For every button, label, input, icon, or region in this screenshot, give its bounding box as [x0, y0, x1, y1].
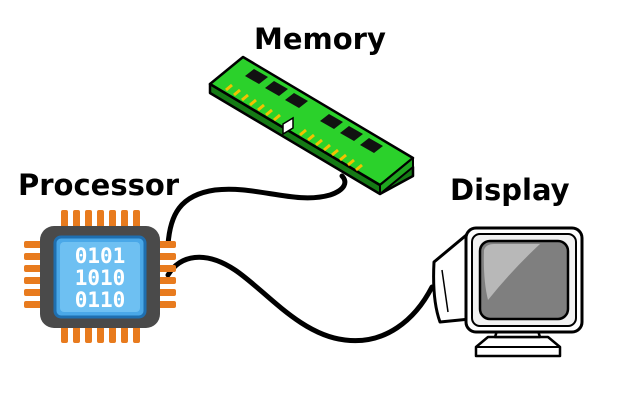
cpu-chip-icon: 0101 1010 0110	[24, 210, 176, 343]
chip-binary-line-3: 0110	[75, 288, 126, 312]
chip-binary-line-1: 0101	[75, 244, 126, 268]
cable-processor-display	[165, 254, 435, 344]
ram-module-icon	[208, 55, 415, 196]
chip-binary-line-2: 1010	[75, 266, 126, 290]
crt-monitor-icon	[432, 226, 584, 358]
connection-cables	[165, 173, 435, 344]
cable-processor-memory	[165, 173, 348, 248]
processor-label: Processor	[18, 168, 180, 202]
display-label: Display	[450, 173, 570, 207]
memory-label: Memory	[254, 22, 386, 56]
